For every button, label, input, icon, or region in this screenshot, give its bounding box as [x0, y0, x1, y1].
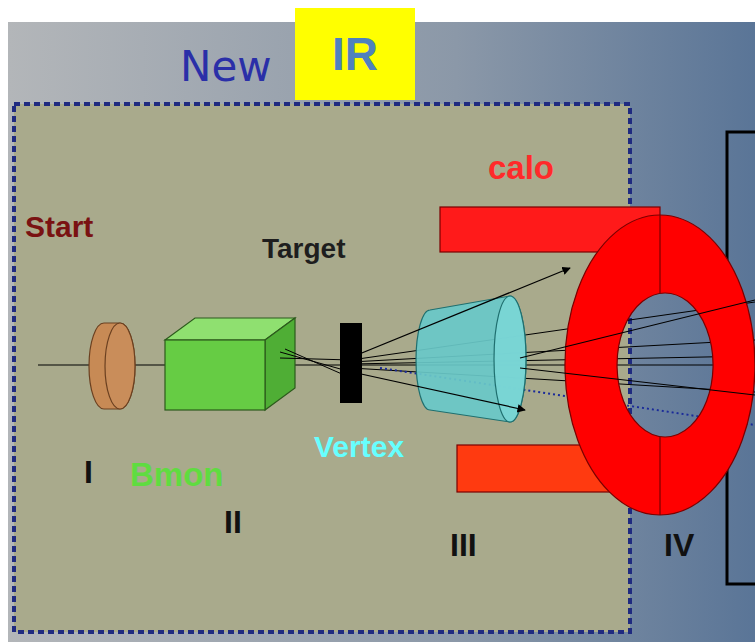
- particle-arrows: [352, 268, 755, 410]
- highlight-box: IR: [295, 8, 415, 100]
- part-label: Bmon: [130, 457, 224, 493]
- part-label: calo: [488, 150, 554, 186]
- vertex-detector: [416, 296, 526, 422]
- calorimeter: [440, 207, 755, 515]
- part-label: Start: [25, 210, 93, 243]
- target: [340, 323, 362, 403]
- beam-line: [38, 364, 755, 365]
- ir-region: [14, 104, 630, 632]
- callout-number: III: [450, 528, 477, 563]
- box-label: IR: [332, 29, 378, 80]
- callout-number: I: [84, 455, 93, 490]
- part-label: Vertex: [314, 430, 404, 463]
- start-counter: [89, 323, 135, 409]
- callout-number: II: [224, 505, 242, 540]
- slide-background: [8, 22, 755, 642]
- beam-monitor: [165, 318, 295, 410]
- slide-title: New: [180, 44, 272, 90]
- part-label: Target: [262, 234, 346, 265]
- callout-number: IV: [664, 528, 694, 563]
